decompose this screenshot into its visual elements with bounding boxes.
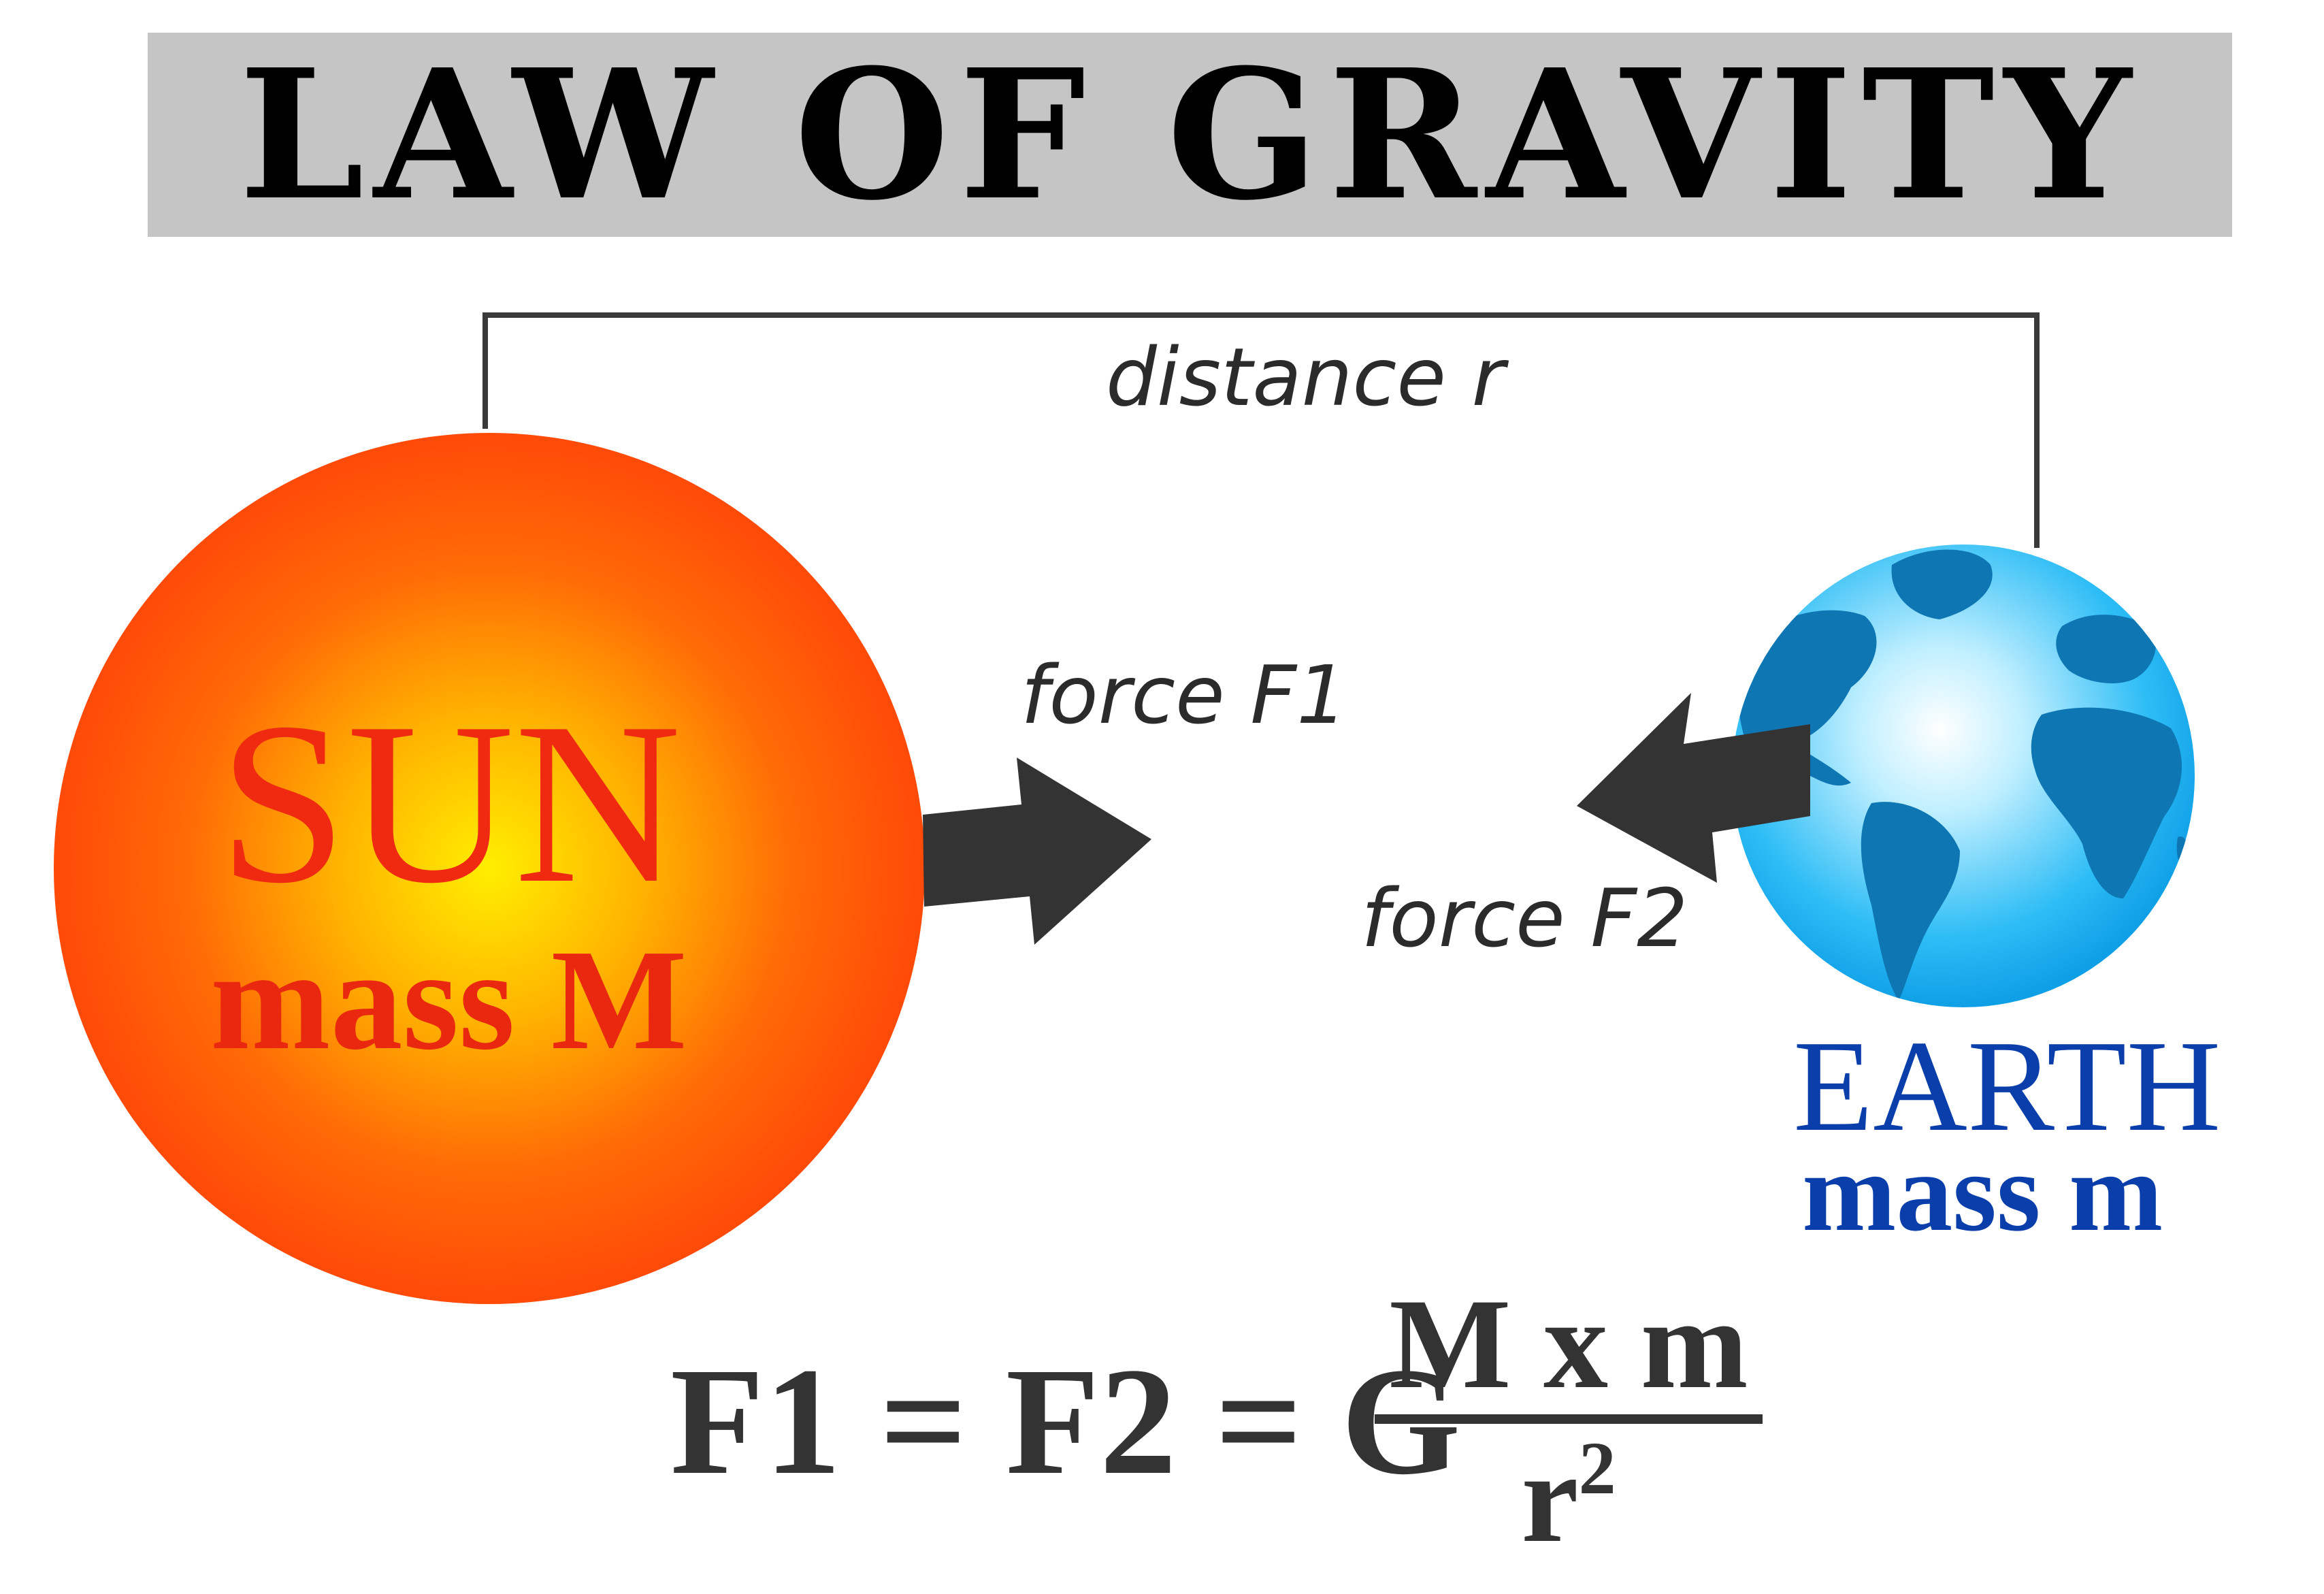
force-f2-arrow <box>1577 693 1810 883</box>
force-f1-label: force F1 <box>1021 648 1347 742</box>
sun-sphere <box>54 433 925 1304</box>
fraction-bar <box>1375 1414 1763 1424</box>
denominator-exponent: 2 <box>1578 1427 1616 1510</box>
earth-name-label: EARTH <box>1793 1013 2221 1158</box>
earth-globe <box>1732 544 2195 1007</box>
force-f1-arrow <box>923 758 1151 945</box>
title-banner: LAW OF GRAVITY <box>148 33 2232 237</box>
formula-denominator: r2 <box>1378 1431 1759 1563</box>
page-title: LAW OF GRAVITY <box>239 30 2141 240</box>
distance-bracket <box>482 312 2040 548</box>
formula-numerator: M x m <box>1389 1273 1748 1416</box>
sun-mass-label: mass M <box>210 920 687 1079</box>
force-f2-label: force F2 <box>1361 871 1688 965</box>
distance-label: distance r <box>1106 330 1509 424</box>
earth-mass-label: mass m <box>1802 1129 2163 1254</box>
gravity-formula: F1 = F2 = G M x m r2 <box>670 1273 1786 1563</box>
denominator-base: r <box>1521 1427 1579 1569</box>
sun-name-label: SUN <box>218 674 682 931</box>
formula-lhs: F1 = F2 = G <box>670 1336 1461 1506</box>
